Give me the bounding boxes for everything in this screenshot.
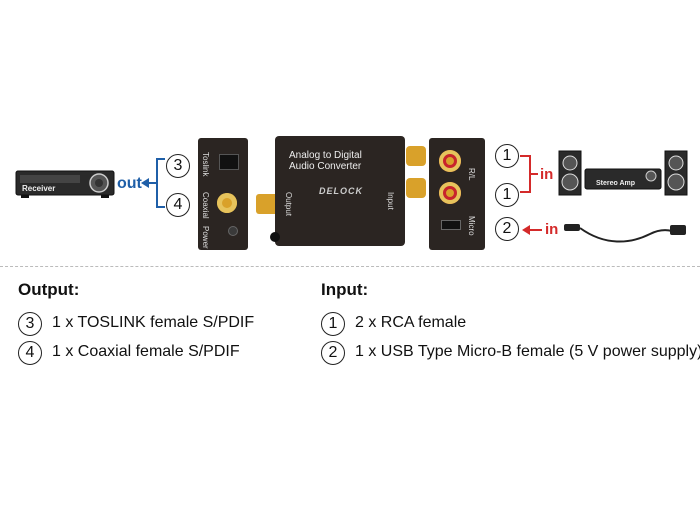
output-item-number: 4 <box>18 341 42 365</box>
input-item-text: 2 x RCA female <box>355 314 467 331</box>
out-arrow-icon <box>141 158 165 208</box>
out-label: out <box>117 175 142 192</box>
device-title-line2: Audio Converter <box>289 161 362 172</box>
rca-port-right <box>439 150 461 172</box>
coaxial-port <box>217 193 237 213</box>
output-coaxial-connector <box>256 194 278 214</box>
callout-4: 4 <box>166 193 190 217</box>
rca-port-left <box>439 182 461 204</box>
device-title-line1: Analog to Digital <box>289 150 362 161</box>
micro-label: Micro <box>467 216 476 236</box>
section-divider <box>0 266 700 267</box>
stereo-amp-label: Stereo Amp <box>596 180 636 187</box>
receiver-icon <box>15 170 115 198</box>
stereo-amp-icon <box>558 150 688 196</box>
input-heading: Input: <box>321 280 369 299</box>
callout-1-bottom: 1 <box>495 183 519 207</box>
receiver-label: Receiver <box>22 184 56 193</box>
callout-3: 3 <box>166 154 190 178</box>
output-item-number: 3 <box>18 312 42 336</box>
input-item-number: 1 <box>321 312 345 336</box>
input-item-number: 2 <box>321 341 345 365</box>
output-heading: Output: <box>18 280 80 299</box>
rl-label: R/L <box>467 168 476 181</box>
rca-plug-top <box>406 146 426 166</box>
brand-logo: DELOCK <box>319 186 363 196</box>
product-diagram: Receiver out 3 4 Toslink Coaxial Power A… <box>0 120 700 265</box>
left-end-panel: Toslink Coaxial Power <box>198 138 248 250</box>
callout-2: 2 <box>495 217 519 241</box>
coaxial-label: Coaxial <box>201 192 210 219</box>
usb-cable-icon <box>564 224 686 243</box>
converter-body: Analog to Digital Audio Converter DELOCK… <box>270 136 405 246</box>
toslink-port <box>219 154 239 170</box>
device-foot <box>270 232 280 242</box>
rca-plug-bottom <box>406 178 426 198</box>
output-side-label: Output <box>284 192 293 217</box>
device-title: Analog to Digital Audio Converter <box>289 150 362 172</box>
input-side-label: Input <box>386 192 395 210</box>
right-end-panel: R/L Micro <box>429 138 485 250</box>
power-label: Power <box>201 226 210 249</box>
in-label-usb: in <box>545 221 559 238</box>
in-label-top: in <box>540 166 554 183</box>
input-item-text: 1 x USB Type Micro-B female (5 V power s… <box>355 343 700 360</box>
in-arrow-top-icon <box>520 155 538 193</box>
in-arrow-usb-icon <box>522 225 542 235</box>
toslink-label: Toslink <box>201 152 210 177</box>
micro-usb-port <box>441 220 461 230</box>
output-item-text: 1 x Coaxial female S/PDIF <box>52 343 240 360</box>
output-item-text: 1 x TOSLINK female S/PDIF <box>52 314 255 331</box>
callout-1-top: 1 <box>495 144 519 168</box>
power-led <box>228 226 238 236</box>
